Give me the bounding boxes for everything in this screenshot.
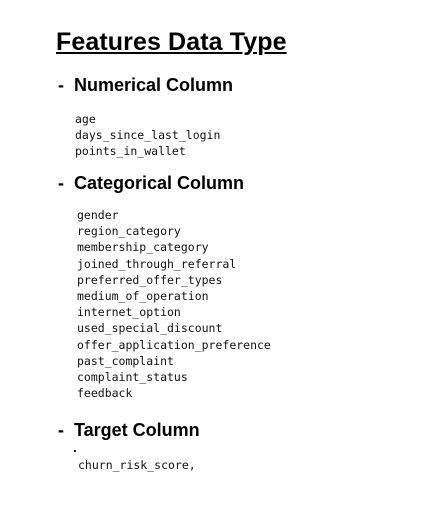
categorical-column-list: gender region_category membership_catego… [77,207,271,401]
section-heading-categorical: -Categorical Column [58,173,244,194]
list-item: feedback [77,386,133,401]
section-heading-label: Target Column [74,420,200,440]
section-heading-numerical: -Numerical Column [58,75,233,96]
list-item: past_complaint [77,353,174,368]
list-item: churn_risk_score, [78,458,196,472]
list-item: offer_application_preference [77,337,271,352]
list-item: region_category [77,224,181,239]
list-item: internet_option [77,305,181,320]
section-bullet: - [58,173,64,193]
text-cursor-mark [74,450,76,452]
numerical-column-list: age days_since_last_login points_in_wall… [75,111,220,160]
list-item: joined_through_referral [77,256,237,271]
list-item: medium_of_operation [77,289,209,304]
list-item: gender [77,208,119,222]
list-item: age [75,112,96,126]
section-heading-label: Categorical Column [74,173,245,193]
section-bullet: - [58,420,64,440]
list-item: complaint_status [77,370,188,385]
list-item: days_since_last_login [75,128,221,143]
document-title: Features Data Type [56,28,287,56]
section-heading-label: Numerical Column [74,75,234,95]
list-item: points_in_wallet [75,144,186,159]
target-column-list: churn_risk_score, [78,457,196,473]
list-item: used_special_discount [77,321,223,336]
list-item: preferred_offer_types [77,272,223,287]
list-item: membership_category [77,240,209,255]
section-heading-target: -Target Column [58,420,200,441]
section-bullet: - [58,75,64,95]
